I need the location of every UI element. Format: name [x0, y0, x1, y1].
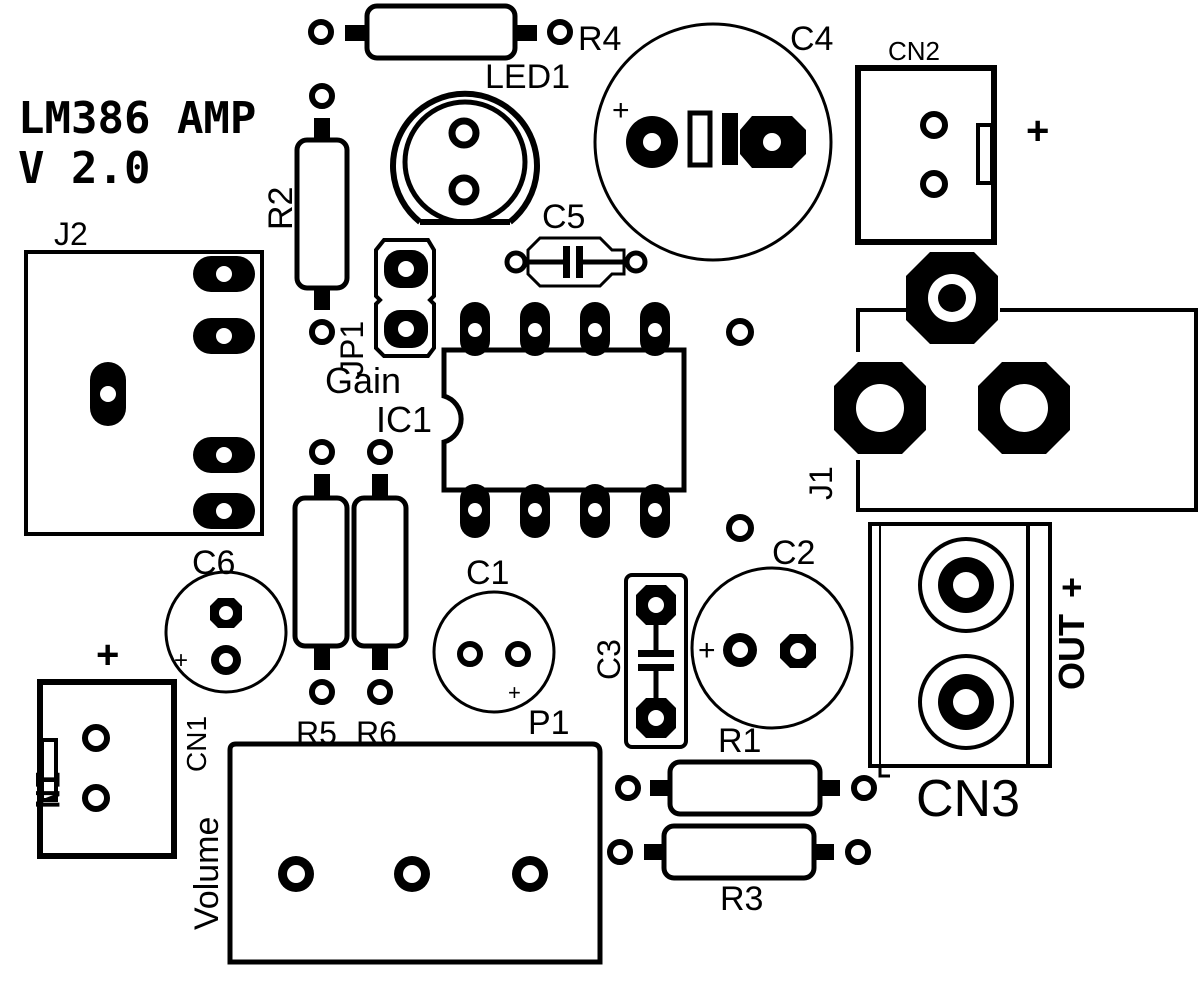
c5-label: C5 — [542, 198, 585, 236]
jack-j2: J2 — [24, 216, 264, 536]
j2-label: J2 — [54, 216, 88, 252]
connector-cn1: + CN1 IN — [28, 633, 212, 859]
c4-plus: + — [612, 94, 630, 127]
board-title: LM386 AMP — [18, 93, 256, 144]
c6-plus: + — [174, 647, 188, 674]
c1-plus: + — [508, 680, 521, 705]
out-label: OUT — [1051, 614, 1092, 690]
capacitor-c4: C4 + — [593, 20, 833, 262]
capacitor-c2: C2 + — [690, 534, 854, 730]
via-upper — [726, 318, 754, 346]
volume-label: Volume — [188, 817, 226, 930]
cn2-label: CN2 — [888, 36, 940, 66]
resistor-r1: R1 — [615, 722, 877, 817]
p1-label: P1 — [528, 704, 570, 742]
r1-label: R1 — [718, 722, 761, 760]
c6-label: C6 — [192, 544, 235, 582]
cn1-label: CN1 — [181, 716, 212, 772]
gain-label: Gain — [325, 360, 401, 401]
j1-label: J1 — [803, 466, 839, 500]
c2-plus: + — [698, 634, 716, 667]
c3-label: C3 — [591, 639, 627, 680]
resistor-r3: R3 — [607, 823, 871, 918]
resistor-r4: R4 — [308, 3, 621, 61]
r2-label: R2 — [262, 187, 300, 230]
r3-label: R3 — [720, 880, 763, 918]
potentiometer-p1: P1 Volume — [188, 704, 603, 965]
cn1-plus: + — [96, 633, 119, 677]
jack-j1: J1 — [803, 252, 1198, 512]
ic1-label: IC1 — [376, 399, 432, 440]
capacitor-c3: C3 — [591, 573, 688, 749]
via-lower — [726, 514, 754, 542]
board-version: V 2.0 — [18, 143, 150, 194]
capacitor-c1: C1 + — [432, 554, 556, 714]
c2-label: C2 — [772, 534, 815, 572]
ic-ic1: IC1 — [376, 302, 687, 538]
resistor-r2: R2 — [262, 83, 350, 345]
c4-label: C4 — [790, 20, 833, 58]
resistor-r5: R5 — [292, 439, 350, 751]
in-label: IN — [28, 770, 66, 809]
jp1-label: JP1 — [334, 321, 370, 376]
terminal-cn3: OUT + CN3 — [868, 522, 1092, 828]
led-led1: LED1 — [390, 58, 570, 225]
c1-label: C1 — [466, 554, 509, 592]
resistor-r6: R6 — [351, 439, 409, 751]
connector-cn2: CN2 + — [855, 36, 1049, 245]
led1-label: LED1 — [485, 58, 570, 96]
capacitor-c6: C6 + — [164, 544, 288, 694]
out-plus: + — [1051, 577, 1092, 598]
jumper-jp1: JP1 Gain — [325, 238, 436, 401]
r4-label: R4 — [578, 20, 621, 58]
capacitor-c5: C5 — [504, 198, 648, 288]
cn2-plus: + — [1026, 109, 1049, 153]
cn3-label: CN3 — [916, 770, 1020, 828]
